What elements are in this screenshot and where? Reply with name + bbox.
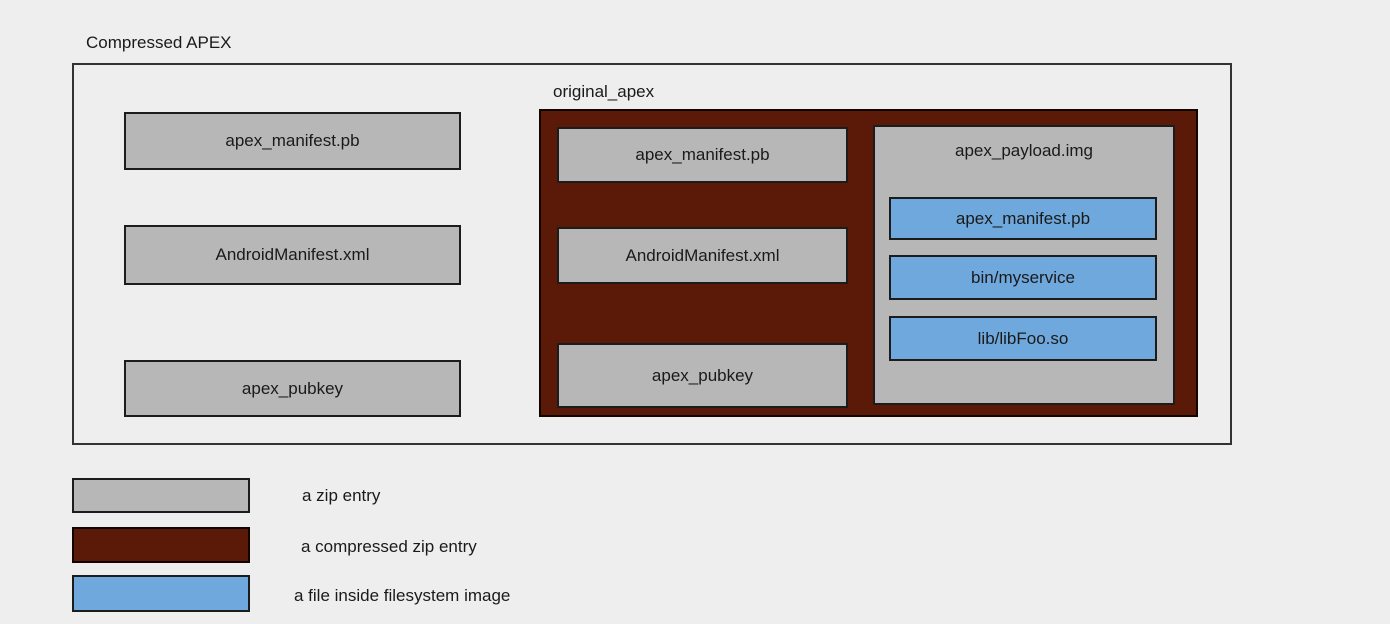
original-apex-label: original_apex bbox=[553, 82, 655, 101]
compressed-apex-frame bbox=[72, 63, 1232, 445]
payload-file-bin-myservice: bin/myservice bbox=[889, 255, 1157, 300]
original-apex-entry-apex-manifest-pb: apex_manifest.pb bbox=[557, 127, 848, 183]
payload-file-apex-manifest-pb: apex_manifest.pb bbox=[889, 197, 1157, 240]
diagram-title: Compressed APEX bbox=[86, 33, 232, 52]
original-apex-entry-apex-pubkey: apex_pubkey bbox=[557, 343, 848, 408]
original-apex-entry-android-manifest-xml: AndroidManifest.xml bbox=[557, 227, 848, 284]
legend-label-compressed-zip-entry: a compressed zip entry bbox=[301, 537, 477, 556]
zip-entry-android-manifest-xml: AndroidManifest.xml bbox=[124, 225, 461, 285]
zip-entry-apex-manifest-pb: apex_manifest.pb bbox=[124, 112, 461, 170]
legend-label-zip-entry: a zip entry bbox=[302, 486, 381, 505]
apex-payload-img-title: apex_payload.img bbox=[955, 141, 1093, 160]
zip-entry-apex-pubkey: apex_pubkey bbox=[124, 360, 461, 417]
legend-swatch-compressed-zip-entry bbox=[72, 527, 250, 563]
legend-label-file-inside-filesystem-image: a file inside filesystem image bbox=[294, 586, 511, 605]
payload-file-lib-libfoo-so: lib/libFoo.so bbox=[889, 316, 1157, 361]
legend-swatch-file-inside-filesystem-image bbox=[72, 575, 250, 612]
legend-swatch-zip-entry bbox=[72, 478, 250, 513]
